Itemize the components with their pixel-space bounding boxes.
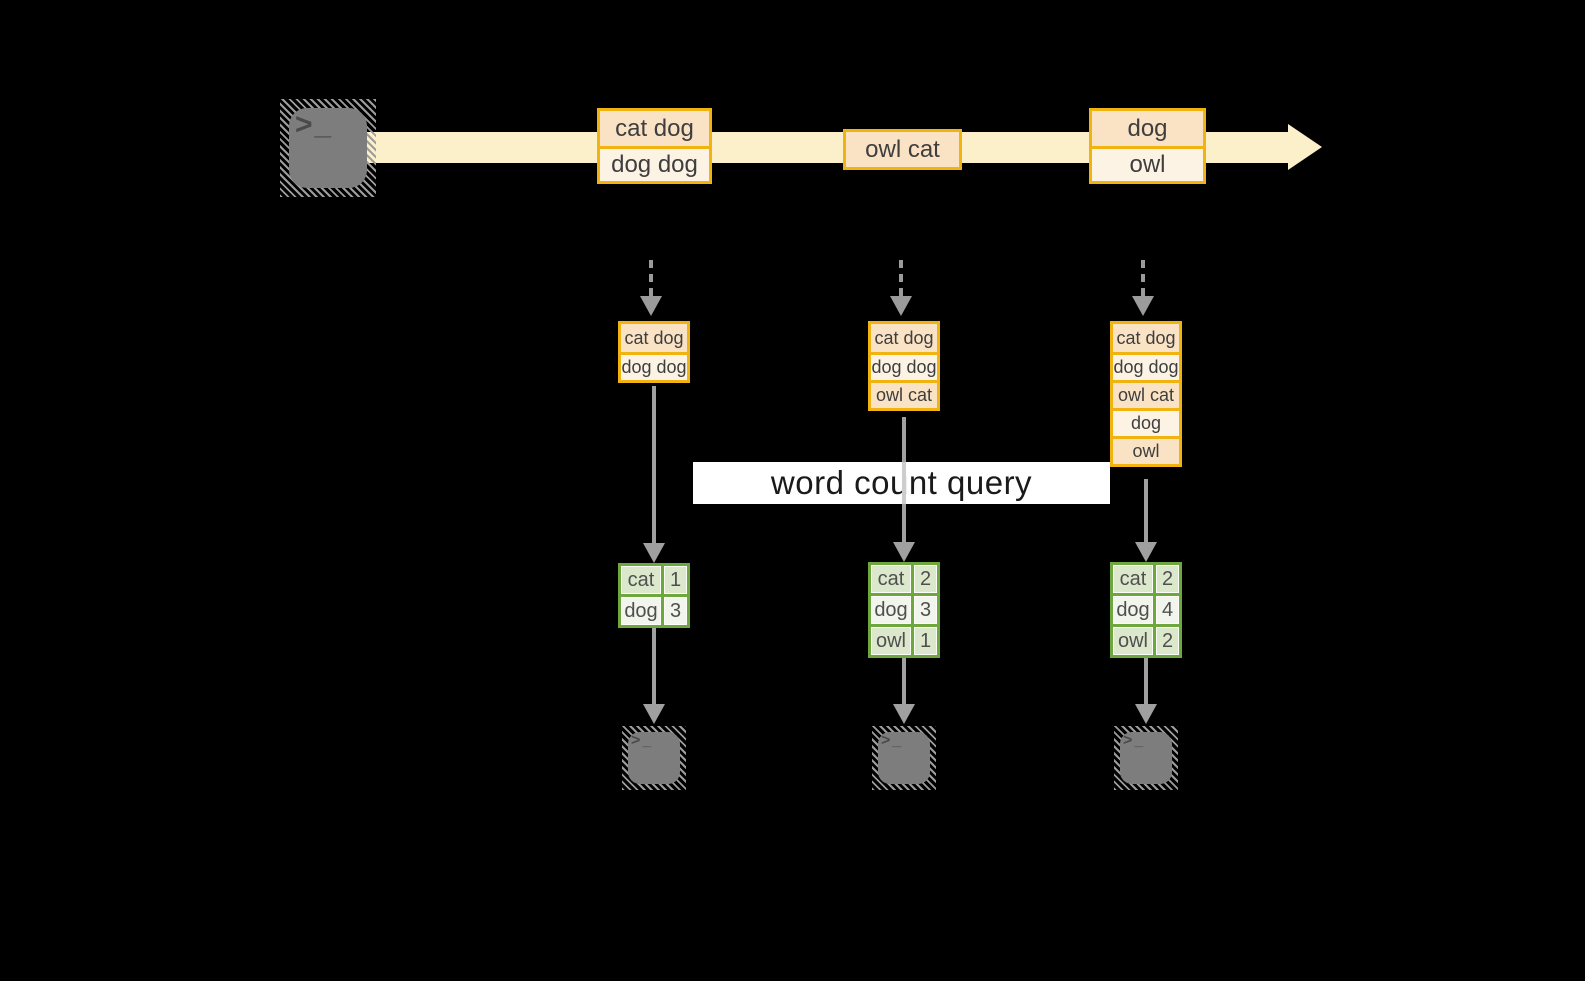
event-text: dog dog [611, 151, 698, 178]
arrowhead [640, 296, 662, 316]
state-row: owl cat [871, 380, 937, 408]
output-terminal-icon-2: >_ [872, 726, 936, 790]
count-cell-value: 2 [1156, 565, 1179, 593]
count-cell-value: 1 [914, 627, 937, 655]
state-row: cat dog [871, 324, 937, 352]
state-text: dog dog [871, 357, 937, 377]
stream-event-box-2: owl cat [843, 129, 962, 170]
state-row: cat dog [621, 324, 687, 352]
event-text: dog [1127, 114, 1168, 142]
count-cell-word: owl [871, 627, 911, 655]
stream-event-box-1: cat dog dog dog [597, 108, 712, 184]
event-row: cat dog [600, 111, 709, 146]
count-cell-value: 2 [914, 565, 937, 593]
window-state-stack-2: cat dog dog dog owl cat [868, 321, 940, 411]
state-row: owl cat [1113, 380, 1179, 408]
event-row: owl [1092, 146, 1203, 181]
state-row: dog dog [871, 352, 937, 380]
arrowhead [893, 542, 915, 562]
count-cell-word: dog [871, 596, 911, 624]
count-table-3: cat 2 dog 4 owl 2 [1110, 562, 1182, 658]
terminal-prompt-glyph: >_ [881, 732, 904, 749]
count-cell-word: owl [1113, 627, 1153, 655]
event-row: dog [1092, 111, 1203, 146]
flow-line [652, 386, 656, 543]
count-cell-word: dog [1113, 596, 1153, 624]
stream-event-box-3: dog owl [1089, 108, 1206, 184]
state-text: cat dog [1116, 327, 1176, 348]
count-cell-value: 3 [914, 596, 937, 624]
flow-line-over-label [902, 462, 906, 504]
arrowhead [643, 704, 665, 724]
arrowhead [893, 704, 915, 724]
terminal-screen [289, 108, 367, 188]
arrowhead [890, 296, 912, 316]
state-text: owl [1132, 441, 1160, 461]
count-cell-value: 1 [664, 566, 687, 594]
dashed-arrow-icon [1132, 260, 1154, 316]
flow-arrow-icon [1135, 658, 1157, 724]
state-row: owl [1113, 436, 1179, 464]
event-text: cat dog [615, 114, 694, 142]
terminal-screen [1120, 732, 1172, 784]
count-cell-word: cat [1113, 565, 1153, 593]
flow-line [1144, 658, 1148, 704]
state-text: dog [1130, 413, 1162, 433]
state-row: dog [1113, 408, 1179, 436]
count-cell-value: 4 [1156, 596, 1179, 624]
count-cell-value: 3 [664, 597, 687, 625]
flow-arrow-icon [893, 658, 915, 724]
window-state-stack-1: cat dog dog dog [618, 321, 690, 383]
flow-line [902, 658, 906, 704]
state-row: dog dog [1113, 352, 1179, 380]
event-row: owl cat [846, 132, 959, 167]
count-cell-word: cat [871, 565, 911, 593]
state-text: owl cat [875, 385, 933, 405]
terminal-prompt-glyph: >_ [1123, 732, 1146, 749]
count-cell-word: dog [621, 597, 661, 625]
output-terminal-icon-1: >_ [622, 726, 686, 790]
terminal-prompt-glyph: >_ [631, 732, 654, 749]
terminal-screen [628, 732, 680, 784]
dashed-line [649, 260, 653, 296]
event-text: owl cat [865, 135, 940, 163]
event-row: dog dog [600, 146, 709, 181]
arrowhead [643, 543, 665, 563]
flow-arrow-icon [1135, 479, 1157, 562]
count-cell-word: cat [621, 566, 661, 594]
window-state-stack-3: cat dog dog dog owl cat dog owl [1110, 321, 1182, 467]
event-text: owl [1129, 151, 1166, 178]
arrowhead [1135, 704, 1157, 724]
flow-line [652, 627, 656, 704]
state-text: dog dog [621, 357, 687, 377]
state-text: cat dog [874, 327, 934, 348]
state-row: dog dog [621, 352, 687, 380]
query-label-box: word count query [693, 462, 1110, 504]
state-row: cat dog [1113, 324, 1179, 352]
state-text: dog dog [1113, 357, 1179, 377]
count-table-1: cat 1 dog 3 [618, 563, 690, 628]
dashed-line [899, 260, 903, 296]
arrowhead [1132, 296, 1154, 316]
flow-arrow-icon [643, 627, 665, 724]
state-text: owl cat [1117, 385, 1175, 405]
count-table-2: cat 2 dog 3 owl 1 [868, 562, 940, 658]
dashed-arrow-icon [640, 260, 662, 316]
dashed-line [1141, 260, 1145, 296]
count-cell-value: 2 [1156, 627, 1179, 655]
query-label: word count query [770, 464, 1033, 501]
dashed-arrow-icon [890, 260, 912, 316]
terminal-prompt-glyph: >_ [295, 108, 334, 141]
flow-line [1144, 479, 1148, 542]
source-terminal-icon: >_ [280, 99, 376, 197]
state-text: cat dog [624, 327, 684, 348]
terminal-screen [878, 732, 930, 784]
stream-arrowhead-icon [1288, 124, 1322, 170]
output-terminal-icon-3: >_ [1114, 726, 1178, 790]
arrowhead [1135, 542, 1157, 562]
flow-arrow-icon [643, 386, 665, 563]
